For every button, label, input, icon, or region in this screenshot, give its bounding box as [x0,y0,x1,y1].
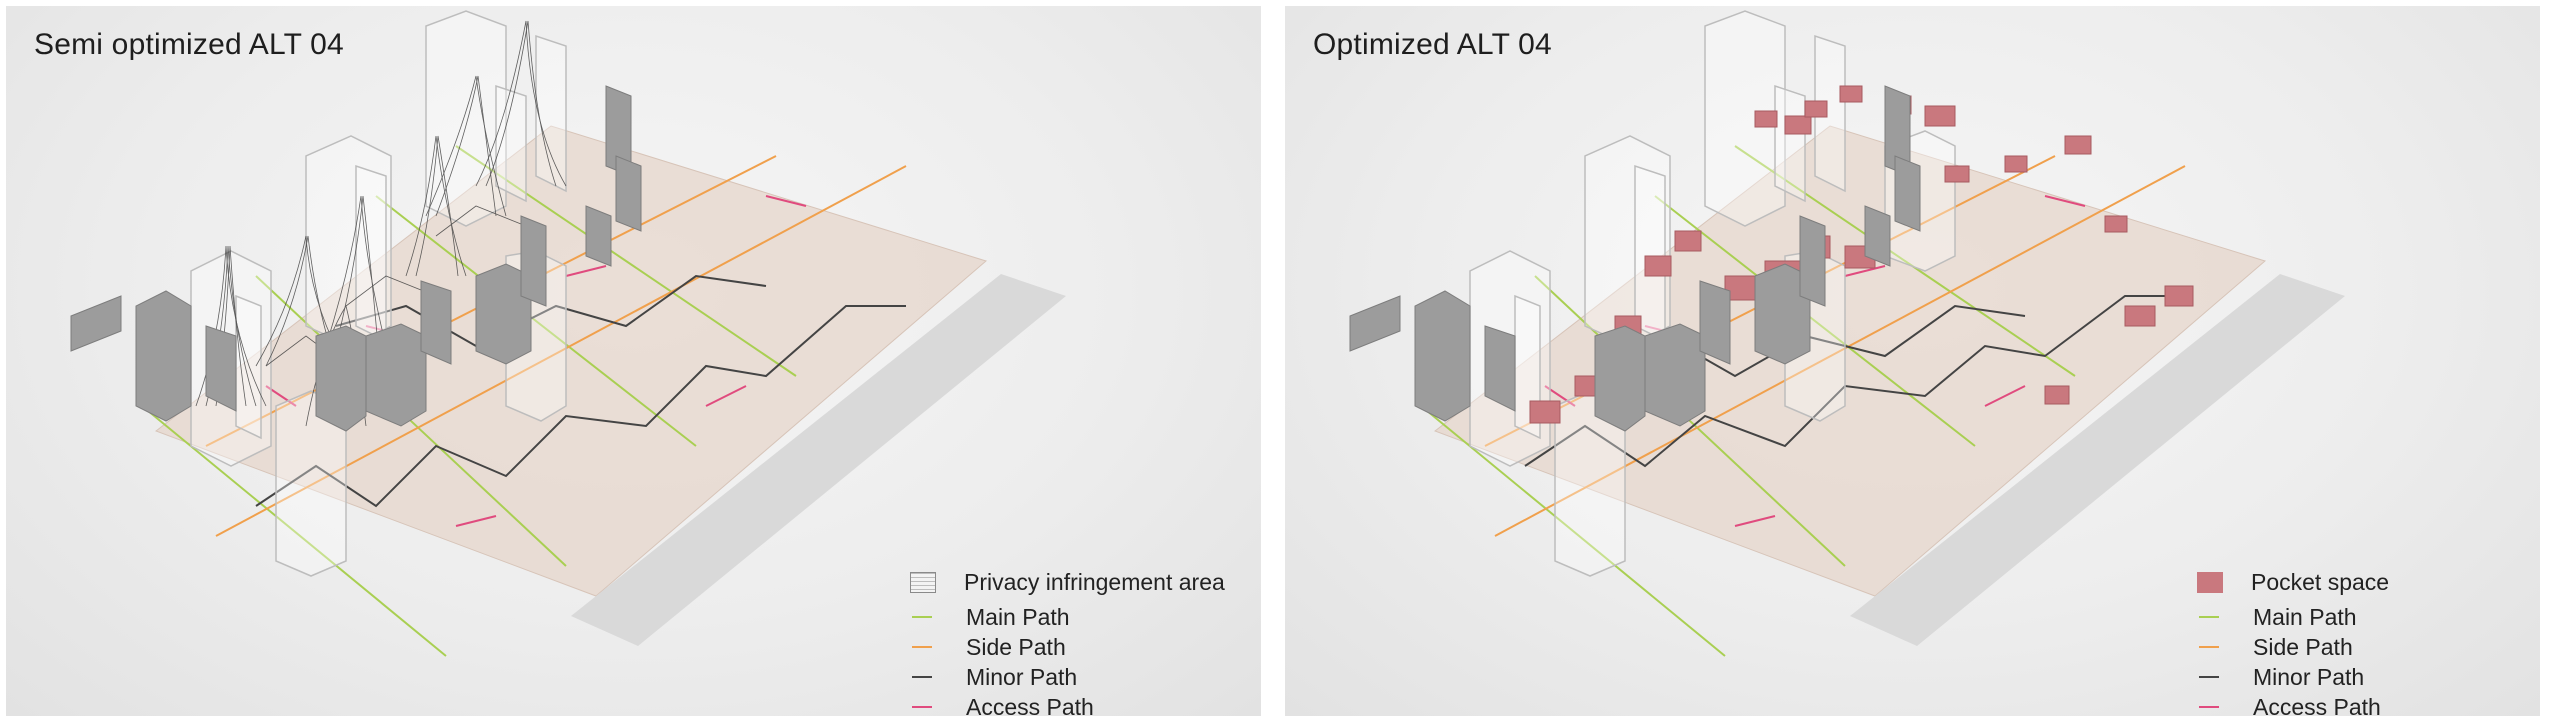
legend: Pocket space Main Path Side Path Minor P… [2197,562,2389,716]
diagram-panel-optimized: Optimized ALT 04 Pocket space Main Path … [1285,6,2540,716]
legend-item-access-path: Access Path [2197,692,2389,716]
legend: Privacy infringement area Main Path Side… [910,562,1225,716]
pocket-swatch-icon [2197,571,2223,593]
line-swatch-icon [2199,676,2219,678]
legend-label: Privacy infringement area [964,568,1225,595]
legend-item-side-path: Side Path [2197,632,2389,662]
site-ground-plate [1433,125,2267,597]
panel-title: Optimized ALT 04 [1313,28,1552,61]
line-swatch-icon [912,676,932,678]
main-path-lines [1414,145,2076,657]
isometric-site-scene [70,10,1066,657]
minor-path-lines [255,274,906,508]
legend-item-main-path: Main Path [910,602,1225,632]
main-path-lines [135,145,797,657]
gray-residential-blocks [1349,85,1921,432]
legend-label: Side Path [2253,633,2353,660]
legend-item-privacy-infringement: Privacy infringement area [910,562,1225,602]
street-strip [1850,274,2345,646]
line-swatch-icon [912,706,932,708]
legend-item-side-path: Side Path [910,632,1225,662]
street-strip [571,274,1066,646]
legend-item-main-path: Main Path [2197,602,2389,632]
gray-residential-blocks [70,85,642,432]
hatch-swatch-icon [910,571,936,593]
legend-label: Side Path [966,633,1066,660]
legend-item-minor-path: Minor Path [2197,662,2389,692]
line-swatch-icon [912,646,932,648]
legend-label: Access Path [2253,693,2381,717]
diagram-panel-semi-optimized: Semi optimized ALT 04 Privacy infringeme… [6,6,1261,716]
legend-item-access-path: Access Path [910,692,1225,716]
legend-label: Pocket space [2251,568,2390,595]
line-swatch-icon [2199,646,2219,648]
glass-towers [190,10,567,577]
legend-label: Minor Path [2253,663,2365,690]
glass-towers [1469,10,1956,577]
legend-label: Main Path [966,603,1070,630]
line-swatch-icon [912,616,932,618]
panel-title: Semi optimized ALT 04 [34,28,344,61]
legend-item-minor-path: Minor Path [910,662,1225,692]
legend-item-pocket-space: Pocket space [2197,562,2389,602]
legend-label: Main Path [2253,603,2357,630]
legend-label: Minor Path [966,663,1078,690]
line-swatch-icon [2199,616,2219,618]
legend-label: Access Path [966,693,1094,717]
isometric-site-scene [1349,10,2345,657]
line-swatch-icon [2199,706,2219,708]
